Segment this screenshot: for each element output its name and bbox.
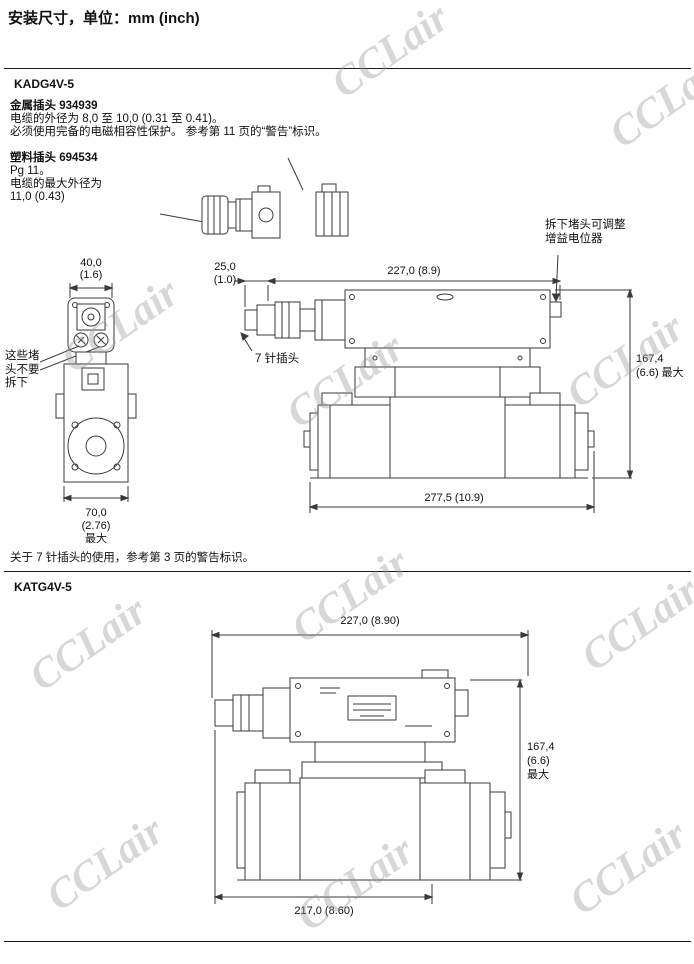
dim-167-mm: 167,4 — [636, 353, 664, 365]
seven-pin-plug-label: 7 针插头 — [255, 353, 300, 365]
dim-217-lines — [213, 730, 434, 904]
dim-25-text: 25,0 (1.0) — [203, 261, 247, 286]
cable-max-od-line1: 电缆的最大外径为 — [10, 178, 102, 190]
watermark: CCLair — [601, 44, 694, 158]
heading-katg4v-5: KATG4V-5 — [14, 580, 72, 594]
dim-70-text: 70,0 (2.76) 最大 — [82, 507, 111, 545]
watermark: CCLair — [323, 0, 458, 108]
dim-40-text: 40,0 (1.6) — [80, 257, 103, 281]
heading-kadg4v-5: KADG4V-5 — [14, 77, 75, 91]
pg-label: Pg 11。 — [10, 165, 51, 177]
dim-217-text: 217,0 (8.60) — [294, 905, 353, 917]
connector-end-shape — [40, 297, 115, 371]
drawing-katg-valve-side: 227,0 (8.90) — [210, 615, 555, 917]
dim-40-inch: (1.6) — [80, 269, 103, 281]
dim-167-max: (6.6) 最大 — [636, 365, 684, 379]
drawing-connector-end-view: 40,0 (1.6) — [40, 257, 137, 545]
valve-body-shape — [236, 741, 512, 881]
dim-40-mm: 40,0 — [80, 257, 101, 269]
dim-277-text: 277,5 (10.9) — [424, 492, 483, 504]
drawing-kadg-valve-side: 227,0 (8.9) — [234, 255, 684, 513]
dim-40-lines — [68, 283, 114, 298]
emc-note: 必须使用完备的电磁相容性保护。 参考第 11 页的“警告”标识。 — [10, 126, 327, 138]
dim-167-mm: 167,4 — [527, 741, 555, 753]
drawing-cable-plug — [160, 157, 349, 239]
dim-227-lines — [210, 630, 530, 698]
dim-70-max: 最大 — [85, 531, 107, 545]
dim-277-lines — [308, 451, 596, 513]
plug-shape — [214, 687, 291, 739]
plastic-plug-shape — [201, 185, 281, 239]
valve-body-shape — [303, 347, 595, 479]
divider-bottom — [4, 941, 691, 942]
electronics-box-shape — [289, 669, 469, 743]
dim-70-inch: (2.76) — [82, 520, 111, 532]
dim-25-inch: (1.0) — [213, 273, 237, 286]
metal-plug-shape — [315, 183, 349, 237]
dim-25-mm: 25,0 — [214, 261, 236, 273]
watermark: CCLair — [561, 811, 694, 925]
gain-potentiometer-note: 拆下堵头可调整增益电位器 — [545, 219, 626, 245]
plug-leader-lines — [160, 157, 304, 223]
plastic-plug-label: 塑料插头 694534 — [10, 152, 98, 164]
metal-plug-label: 金属插头 934939 — [10, 100, 98, 112]
plugs-do-not-remove-note: 这些堵头不要拆下 — [5, 350, 40, 389]
seven-pin-plug-shape — [244, 299, 346, 341]
dim-227-text: 227,0 (8.90) — [340, 615, 399, 627]
dim-167-inch: (6.6) — [527, 755, 550, 767]
dim-167-lines — [470, 678, 524, 882]
middle-note: 关于 7 针插头的使用，参考第 3 页的警告标识。 — [10, 552, 255, 564]
seven-pin-leader — [240, 332, 253, 352]
watermark: CCLair — [38, 807, 173, 921]
cable-od-note: 电缆的外径为 8,0 至 10,0 (0.31 至 0.41)。 — [10, 113, 224, 125]
electronics-box-shape — [344, 289, 562, 349]
gain-plug-leader — [551, 255, 561, 303]
dim-227-text: 227,0 (8.9) — [387, 265, 440, 277]
cable-max-od-line2: 11,0 (0.43) — [10, 191, 65, 203]
watermark: CCLair — [21, 587, 156, 701]
watermark: CCLair — [573, 567, 694, 681]
dim-70-lines — [62, 486, 130, 502]
valve-end-body-shape — [55, 351, 137, 483]
divider-top — [4, 68, 691, 69]
dim-167-lines — [555, 288, 634, 480]
page-title: 安装尺寸，单位：mm (inch) — [8, 10, 200, 27]
dim-167-max: 最大 — [527, 767, 549, 781]
dim-70-mm: 70,0 — [85, 507, 106, 519]
divider-middle — [4, 571, 691, 572]
